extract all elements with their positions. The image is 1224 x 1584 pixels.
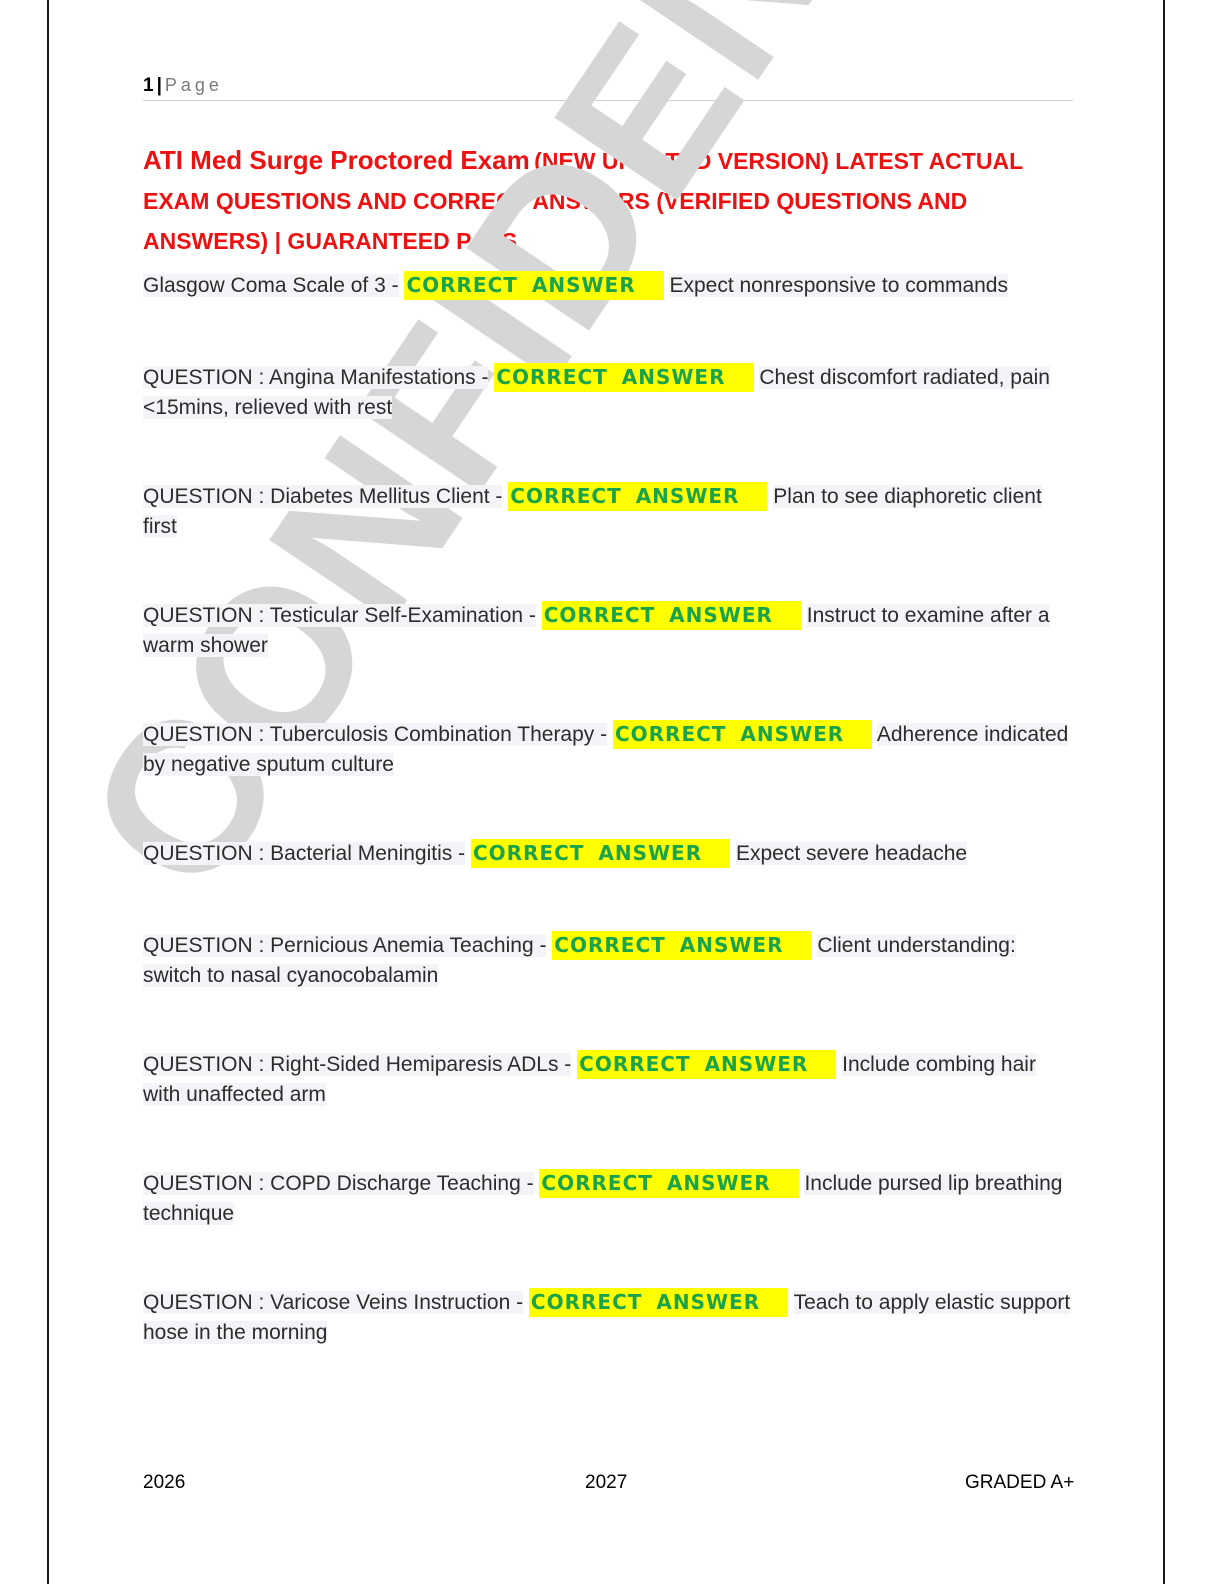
qa-item: QUESTION : COPD Discharge Teaching - COR… [143, 1168, 1073, 1229]
document-title: ATI Med Surge Proctored Exam (NEW UPDATE… [143, 142, 1083, 263]
title-rest: (NEW UPDATED VERSION) LATEST ACTUAL EXAM… [143, 148, 1023, 254]
confidential-watermark: CONFIDENTIAL [39, 0, 1148, 932]
page-number: 1 [143, 75, 154, 96]
header-separator: | [156, 75, 162, 96]
qa-item: QUESTION : Tuberculosis Combination Ther… [143, 719, 1073, 780]
qa-item: QUESTION : Angina Manifestations - CORRE… [143, 362, 1073, 423]
question-text: QUESTION : Varicose Veins Instruction - [143, 1291, 524, 1314]
page-header: 1|Page [143, 73, 1073, 101]
correct-answer-tag: CORRECT ANSWER [552, 931, 812, 960]
page-label: Page [164, 75, 223, 95]
question-text: QUESTION : Pernicious Anemia Teaching - [143, 934, 547, 957]
qa-item: QUESTION : Right-Sided Hemiparesis ADLs … [143, 1049, 1073, 1110]
correct-answer-tag: CORRECT ANSWER [470, 839, 731, 868]
question-text: QUESTION : Angina Manifestations - [143, 366, 489, 389]
footer-center: 2027 [585, 1472, 628, 1493]
correct-answer-tag: CORRECT ANSWER [541, 601, 801, 630]
question-text: QUESTION : COPD Discharge Teaching - [143, 1172, 534, 1195]
correct-answer-tag: CORRECT ANSWER [404, 271, 664, 300]
qa-item: Glasgow Coma Scale of 3 - CORRECT ANSWER… [143, 270, 1073, 301]
correct-answer-tag: CORRECT ANSWER [539, 1169, 799, 1198]
footer-right: GRADED A+ [965, 1472, 1075, 1493]
qa-item: QUESTION : Varicose Veins Instruction - … [143, 1287, 1073, 1348]
answer-text: Expect severe headache [735, 842, 968, 865]
question-text: QUESTION : Right-Sided Hemiparesis ADLs … [143, 1053, 572, 1076]
correct-answer-tag: CORRECT ANSWER [528, 1288, 789, 1317]
answer-text: Expect nonresponsive to commands [669, 274, 1008, 297]
question-text: QUESTION : Diabetes Mellitus Client - [143, 485, 503, 508]
qa-item: QUESTION : Diabetes Mellitus Client - CO… [143, 481, 1073, 542]
page-border-left [47, 0, 49, 1584]
question-text: QUESTION : Testicular Self-Examination - [143, 604, 536, 627]
qa-item: QUESTION : Testicular Self-Examination -… [143, 600, 1073, 661]
title-main: ATI Med Surge Proctored Exam [143, 145, 530, 175]
correct-answer-tag: CORRECT ANSWER [494, 363, 754, 392]
correct-answer-tag: CORRECT ANSWER [612, 720, 873, 749]
page-border-right [1163, 0, 1165, 1584]
qa-item: QUESTION : Bacterial Meningitis - CORREC… [143, 838, 1073, 869]
footer-left: 2026 [143, 1472, 186, 1493]
correct-answer-tag: CORRECT ANSWER [577, 1050, 837, 1079]
correct-answer-tag: CORRECT ANSWER [508, 482, 768, 511]
question-text: Glasgow Coma Scale of 3 - [143, 274, 399, 297]
question-text: QUESTION : Bacterial Meningitis - [143, 842, 466, 865]
question-text: QUESTION : Tuberculosis Combination Ther… [143, 723, 608, 746]
qa-item: QUESTION : Pernicious Anemia Teaching - … [143, 930, 1073, 991]
